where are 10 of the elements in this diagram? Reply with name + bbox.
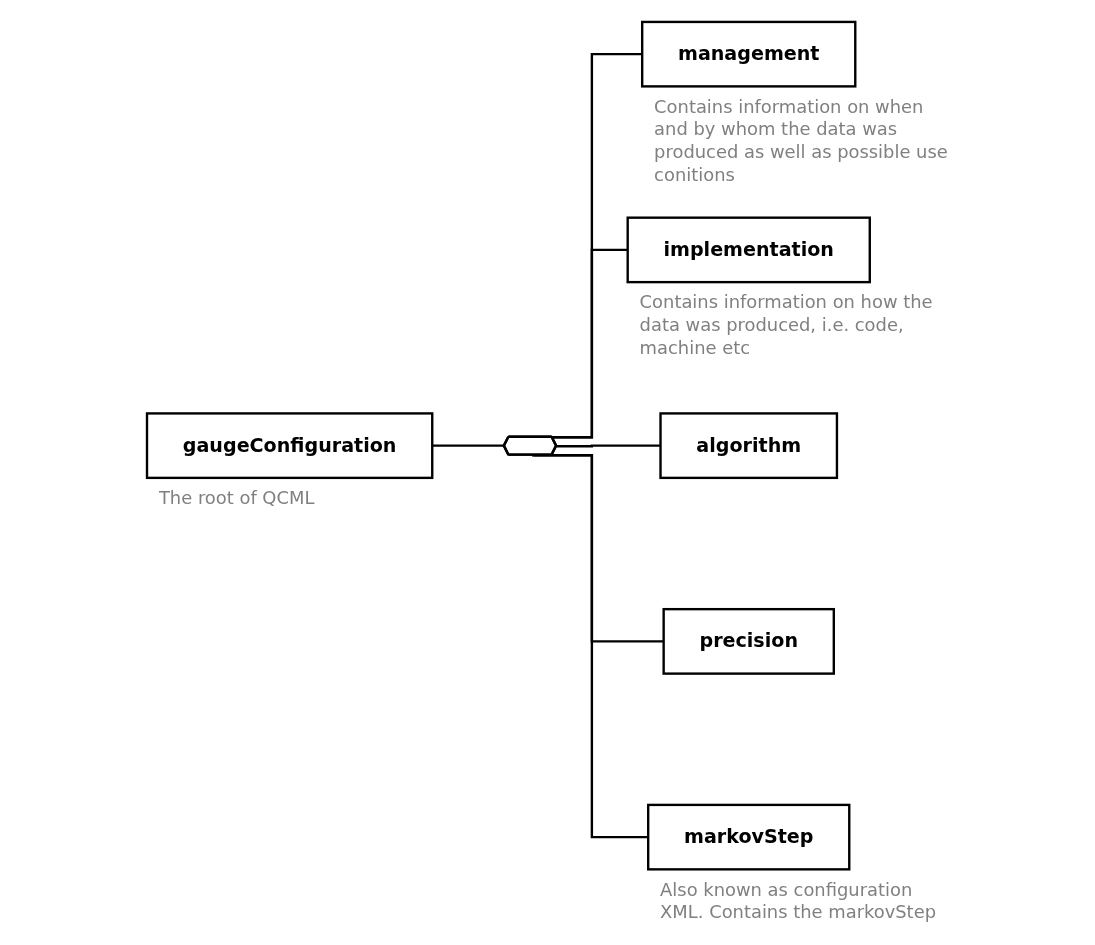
description-text: The root of QCML xyxy=(158,487,315,509)
node-box: algorithm xyxy=(659,412,839,480)
node-box: precision xyxy=(662,607,835,675)
node-box: management xyxy=(641,20,857,88)
node-box: markovStep xyxy=(647,803,851,871)
node-box: implementation xyxy=(626,216,871,284)
description-text: Contains information on when and by whom the data was produced as well as possible use conitions xyxy=(654,95,948,185)
description-text: Contains information on how the data was produced, i.e. code, machine etc xyxy=(639,291,933,358)
description-text: Also known as configuration XML. Contains the markovStep xyxy=(660,878,936,923)
node-box: gaugeConfiguration xyxy=(145,412,434,480)
